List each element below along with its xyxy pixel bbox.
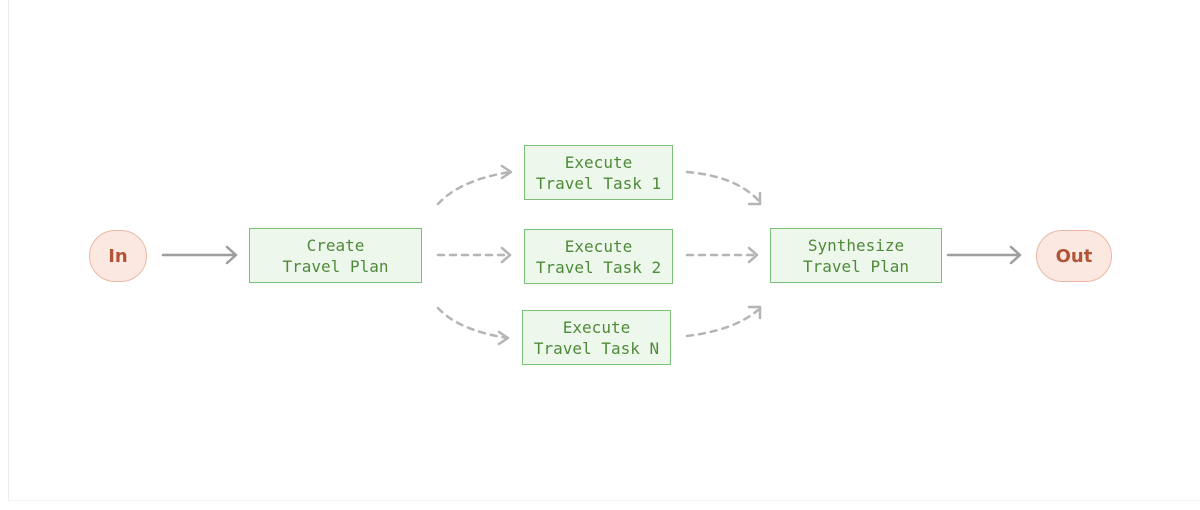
- arrow-task-n-to-synthesize: [685, 308, 760, 338]
- input-node: In: [89, 230, 147, 282]
- left-divider-line: [8, 0, 9, 500]
- synthesize-travel-plan-node: Synthesize Travel Plan: [770, 228, 942, 283]
- synthesize-travel-plan-line-2: Travel Plan: [803, 256, 909, 276]
- create-travel-plan-line-1: Create: [306, 235, 365, 255]
- input-node-label: In: [108, 245, 128, 267]
- execute-travel-task-n-line-2: Travel Task N: [533, 338, 660, 358]
- arrow-head-create-to-task-2: [500, 246, 512, 264]
- execute-travel-task-2-line-1: Execute: [564, 236, 633, 256]
- arrow-head-task-1-to-synthesize: [747, 191, 762, 206]
- arrow-in-to-create: [161, 245, 238, 265]
- create-travel-plan-line-2: Travel Plan: [282, 256, 389, 276]
- arrow-head-create-to-task-n: [497, 330, 510, 346]
- execute-travel-task-2-line-2: Travel Task 2: [535, 257, 662, 277]
- execute-travel-task-1-node: Execute Travel Task 1: [524, 145, 673, 200]
- synthesize-travel-plan-line-1: Synthesize: [807, 235, 905, 255]
- arrow-synthesize-to-out: [946, 245, 1022, 265]
- execute-travel-task-n-node: Execute Travel Task N: [522, 310, 671, 365]
- arrow-create-to-task-1: [436, 170, 512, 206]
- output-node-label: Out: [1055, 245, 1093, 267]
- arrow-task-1-to-synthesize: [685, 170, 760, 202]
- execute-travel-task-1-line-2: Travel Task 1: [535, 173, 662, 193]
- arrow-create-to-task-n: [436, 306, 509, 340]
- execute-travel-task-1-line-1: Execute: [564, 152, 633, 172]
- bottom-divider-line: [8, 500, 1200, 501]
- execute-travel-task-2-node: Execute Travel Task 2: [524, 229, 673, 284]
- output-node: Out: [1036, 230, 1112, 282]
- arrow-head-task-2-to-synthesize: [747, 246, 759, 264]
- arrow-head-create-to-task-1: [500, 164, 513, 180]
- arrow-head-task-n-to-synthesize: [747, 305, 762, 320]
- create-travel-plan-node: Create Travel Plan: [249, 228, 422, 283]
- execute-travel-task-n-line-1: Execute: [562, 317, 631, 337]
